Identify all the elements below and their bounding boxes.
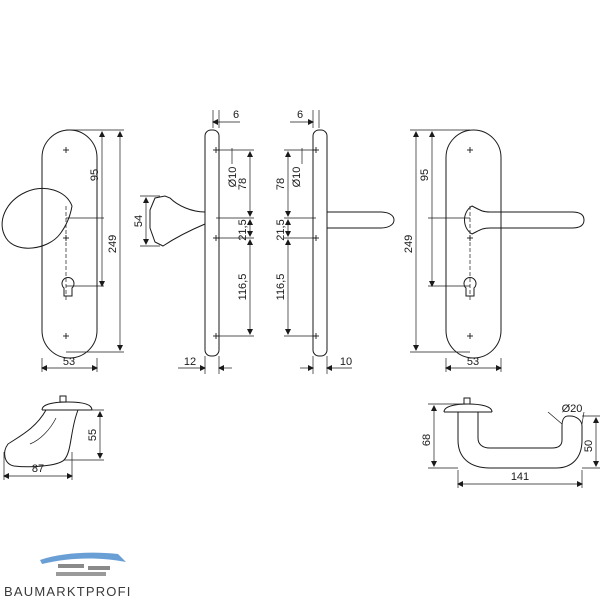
knob-top-body [4,409,79,468]
logo-bar-1 [58,564,84,568]
logo-bar-3 [56,572,106,576]
front-view-knob: 95 249 53 [1,129,124,372]
dim-side-lever-6: 6 [297,109,303,121]
side-lever-screws [313,147,319,339]
dim-side-knob-21-5: 21,5 [237,219,249,240]
lever-top-spindle [463,397,471,405]
brand-logo: BAUMARKTPROFI [4,552,132,599]
dim-side-knob-78: 78 [237,178,249,190]
front-view-lever: 249 95 53 [403,129,585,372]
dim-side-lever-78: 78 [275,178,287,190]
knob-top-rosette [41,401,93,411]
knob-top-spindle [59,395,67,403]
dim-lever-front-249: 249 [403,235,415,253]
side-plate-lever [312,129,328,357]
side-view-lever: 6 Ø10 78 21,5 116,5 10 [275,109,395,374]
logo-roof-swoosh [40,552,126,564]
lever-top-profile: 68 50 Ø20 141 [421,397,600,488]
lever-front-outline [464,205,585,235]
dim-lever-profile-50: 50 [583,440,595,452]
dim-knob-profile-55: 55 [87,429,99,441]
side-view-knob: 6 Ø10 78 21,5 116,5 54 12 [133,109,254,374]
dim-lever-profile-d20: Ø20 [562,403,583,415]
knob-side-profile [149,195,206,247]
dim-side-knob-d10: Ø10 [227,167,239,188]
side-plate-knob [204,129,220,357]
dim-knob-front-249: 249 [107,235,119,253]
dim-lever-profile-68: 68 [421,434,433,446]
dim-side-lever-21-5: 21,5 [275,219,287,240]
dim-side-knob-6: 6 [233,109,239,121]
dim-lever-front-95: 95 [419,169,431,181]
backplate-lever-outline [445,129,502,359]
dim-side-lever-d10: Ø10 [291,167,303,188]
dim-lever-front-53: 53 [467,356,479,368]
dim-lever-profile-141: 141 [511,471,529,483]
lever-top-rosette [443,403,493,413]
logo-text: BAUMARKTPROFI [4,584,132,599]
dim-knob-front-53: 53 [63,356,75,368]
logo-bar-2 [88,566,110,570]
dim-side-knob-12: 12 [184,356,196,368]
cylinder-keyhole [61,277,75,297]
dim-side-knob-54: 54 [133,215,145,227]
dim-knob-profile-87: 87 [32,463,44,475]
backplate-outline [41,129,98,359]
dim-knob-front-95: 95 [89,169,101,181]
knob-outline [1,188,73,249]
side-knob-screws [213,147,219,339]
dim-side-lever-116-5: 116,5 [275,274,287,301]
lever-side-profile [327,211,395,229]
dim-side-lever-10: 10 [340,356,352,368]
lever-top-body [457,412,583,469]
dim-side-knob-116-5: 116,5 [237,274,249,301]
knob-top-profile: 55 87 [3,395,104,480]
